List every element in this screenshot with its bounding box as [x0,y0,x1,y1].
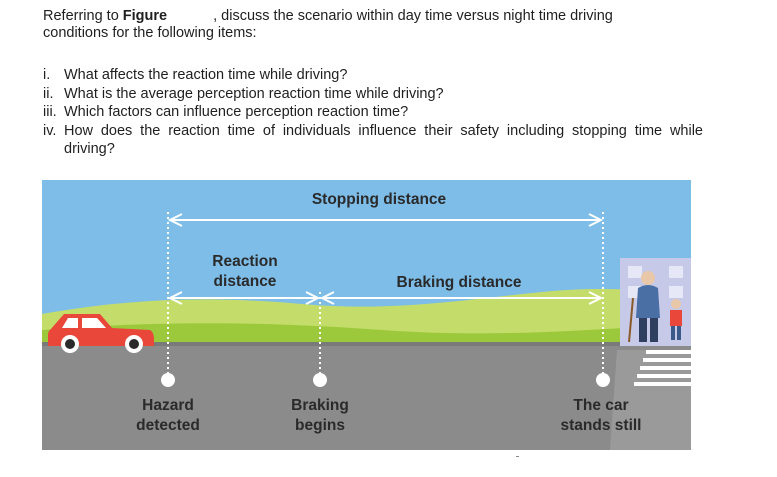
item-number: i. [43,67,51,83]
arrowhead-left [167,213,183,227]
hazard-detected-label: Hazard detected [120,396,216,436]
list-item: iv. How does the reaction time of indivi… [43,122,703,159]
item-text: What affects the reaction time while dri… [64,67,348,83]
item-text: How does the reaction time of individual… [64,122,703,158]
intro-text-line2: conditions for the following items: [43,25,257,41]
stopping-distance-label: Stopping distance [311,191,447,208]
braking-marker-dot [313,373,327,387]
stray-mark [516,456,519,457]
road-surface [42,344,691,450]
question-intro: Referring to Figure , discuss the scenari… [43,8,723,42]
stop-marker-dot [596,373,610,387]
crosswalk-icon [610,350,691,450]
item-number: ii. [43,85,54,102]
hazard-marker-dot [161,373,175,387]
figure-reference: Figure [122,8,168,24]
car-still-line2: stands still [560,417,642,434]
red-car-icon [48,314,154,353]
pedestrians-icon [628,271,682,343]
arrowhead-right [588,213,604,227]
list-item: i. What affects the reaction time while … [43,66,703,85]
list-item: ii. What is the average perception react… [43,85,703,104]
reaction-label-line1: Reaction [212,253,278,270]
car-still-line1: The car [573,397,629,414]
intro-text-end: , discuss the scenario within day time v… [213,8,613,24]
hazard-label-line2: detected [136,417,200,434]
item-number: iv. [43,122,57,139]
figure-illustration [42,180,691,450]
item-text: What is the average perception reaction … [64,85,444,102]
item-text: Which factors can influence perception r… [64,104,409,120]
item-number: iii. [43,104,57,120]
hazard-label-line1: Hazard [142,397,194,414]
stopping-distance-figure: Stopping distance Reaction distance Brak… [42,180,691,450]
reaction-label-line2: distance [213,273,277,290]
distance-arrows [167,213,604,305]
braking-label-line1: Braking [291,397,349,414]
intro-text-start: Referring to [43,8,123,24]
braking-distance-label: Braking distance [396,274,522,291]
car-stands-still-label: The car stands still [547,396,655,436]
dotted-marker-lines [167,212,604,378]
reaction-distance-label: Reaction distance [199,252,291,292]
question-list: i. What affects the reaction time while … [43,66,703,159]
braking-begins-label: Braking begins [272,396,368,436]
list-item: iii. Which factors can influence percept… [43,103,703,122]
road-curb [42,342,691,346]
braking-label-line2: begins [295,417,345,434]
